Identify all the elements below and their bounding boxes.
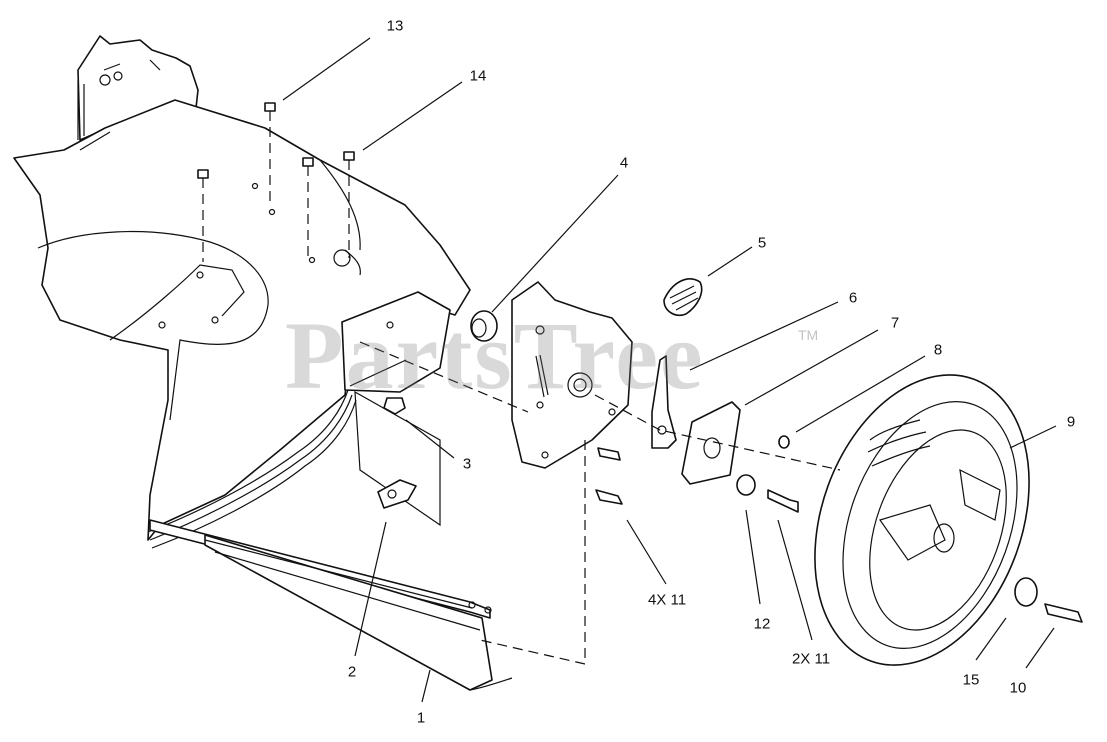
callout-1: 1 bbox=[416, 709, 426, 727]
callout-14: 14 bbox=[469, 67, 487, 85]
callout-leaders bbox=[282, 37, 1057, 703]
callout-13: 13 bbox=[386, 17, 404, 35]
callout-6: 6 bbox=[848, 289, 858, 307]
part-10-bolt bbox=[1044, 603, 1083, 623]
part-1-rear-flap bbox=[149, 519, 513, 691]
part-7-spacer-plate bbox=[681, 401, 741, 485]
part-4-bushing bbox=[470, 310, 498, 342]
callout-7: 7 bbox=[890, 314, 900, 332]
callout-2: 2 bbox=[347, 663, 357, 681]
callout-4: 4 bbox=[619, 154, 629, 172]
callout-15: 15 bbox=[962, 671, 980, 689]
trademark-mark: TM bbox=[798, 327, 819, 343]
callout-10: 10 bbox=[1009, 679, 1027, 697]
callout-12: 12 bbox=[753, 615, 771, 633]
watermark: PartsTree bbox=[285, 302, 705, 409]
callout-4x11: 4X 11 bbox=[647, 591, 687, 609]
mower-deck bbox=[13, 99, 471, 549]
deck-bolts bbox=[197, 102, 355, 262]
part-15-washer bbox=[1014, 577, 1038, 607]
part-12-washer bbox=[736, 474, 756, 496]
part-9-wheel bbox=[814, 374, 1030, 666]
part-6-spring-clip bbox=[651, 355, 677, 449]
alignment-lines bbox=[359, 341, 841, 665]
part-11-wheel-bolt bbox=[767, 489, 799, 513]
part-8-washer bbox=[778, 435, 790, 449]
callout-2x11: 2X 11 bbox=[791, 650, 831, 668]
callout-9: 9 bbox=[1066, 413, 1076, 431]
part-5-height-adjuster bbox=[663, 278, 703, 316]
callout-3: 3 bbox=[462, 455, 472, 473]
callout-5: 5 bbox=[757, 234, 767, 252]
part-3-plate bbox=[341, 291, 451, 415]
wheel-bracket-plate bbox=[511, 281, 633, 469]
part-11-bolts bbox=[595, 447, 623, 505]
callout-8: 8 bbox=[933, 341, 943, 359]
